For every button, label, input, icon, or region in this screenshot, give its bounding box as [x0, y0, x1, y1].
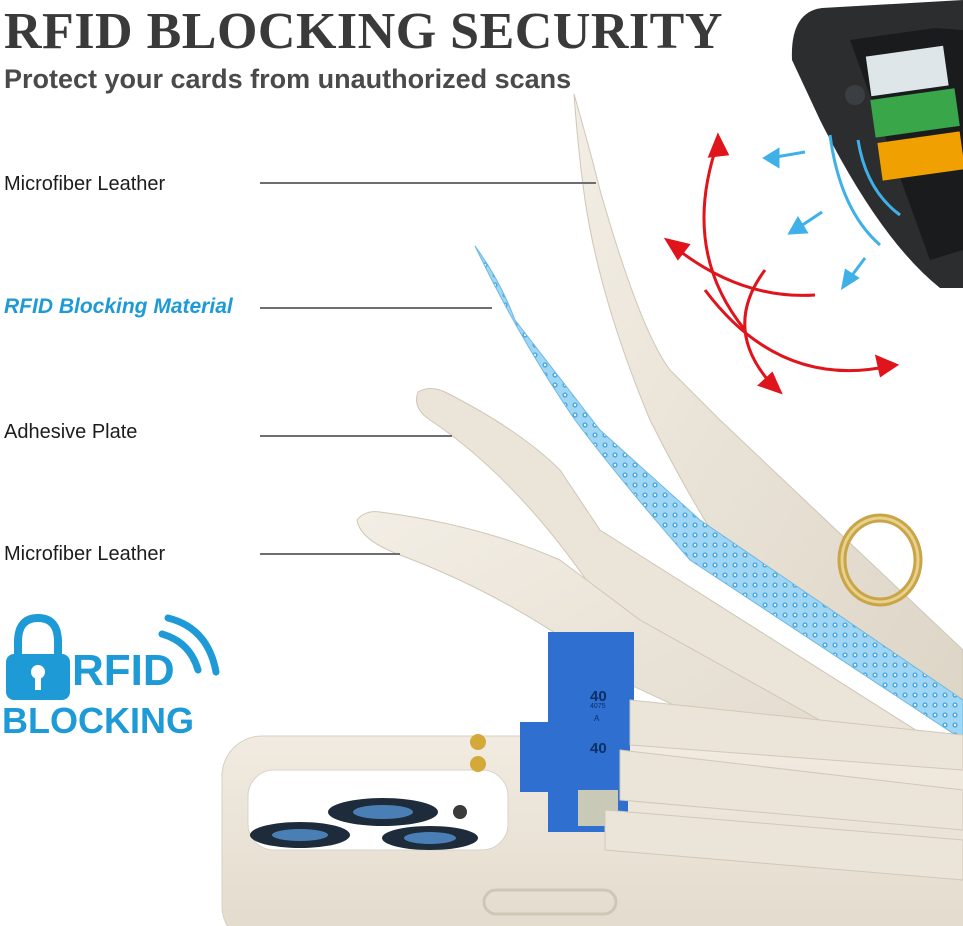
- page-subtitle: Protect your cards from unauthorized sca…: [4, 64, 572, 94]
- card-slot-pockets: [604, 699, 963, 881]
- camera-lens-icon: [250, 798, 478, 850]
- leather-flap-top: [573, 93, 963, 721]
- card-number-fragment: 40: [590, 740, 607, 757]
- blocked-signal-arrows-icon: [663, 132, 900, 395]
- leader-line: [260, 307, 492, 309]
- side-button: [482, 888, 618, 916]
- phone-ring-holder-icon: [837, 513, 923, 607]
- rfid-badge: [6, 613, 220, 700]
- badge-word-rfid: RFID: [72, 646, 175, 695]
- leader-line: [260, 553, 400, 555]
- layer-label-microfiber-bottom: Microfiber Leather: [4, 543, 166, 565]
- page-title: RFID BLOCKING SECURITY: [4, 3, 723, 60]
- signal-waves-icon: [762, 134, 901, 291]
- gold-stud-icon: [470, 734, 486, 772]
- padlock-icon: [6, 613, 70, 700]
- leader-line: [260, 182, 596, 184]
- leader-line: [260, 435, 452, 437]
- card-number-fragment: 40: [590, 688, 607, 705]
- card-reader-icon: [791, 0, 963, 288]
- wifi-signal-icon: [158, 614, 220, 676]
- layer-label-rfid: RFID Blocking Material: [4, 295, 233, 318]
- card-sub-fragment: 4075: [590, 703, 606, 710]
- card-stack: [520, 632, 634, 832]
- card-letter: A: [594, 714, 600, 723]
- rfid-mesh-layer: [474, 245, 963, 741]
- layer-label-microfiber-top: Microfiber Leather: [4, 173, 166, 195]
- layer-label-adhesive: Adhesive Plate: [4, 421, 138, 443]
- badge-word-blocking: BLOCKING: [2, 700, 194, 741]
